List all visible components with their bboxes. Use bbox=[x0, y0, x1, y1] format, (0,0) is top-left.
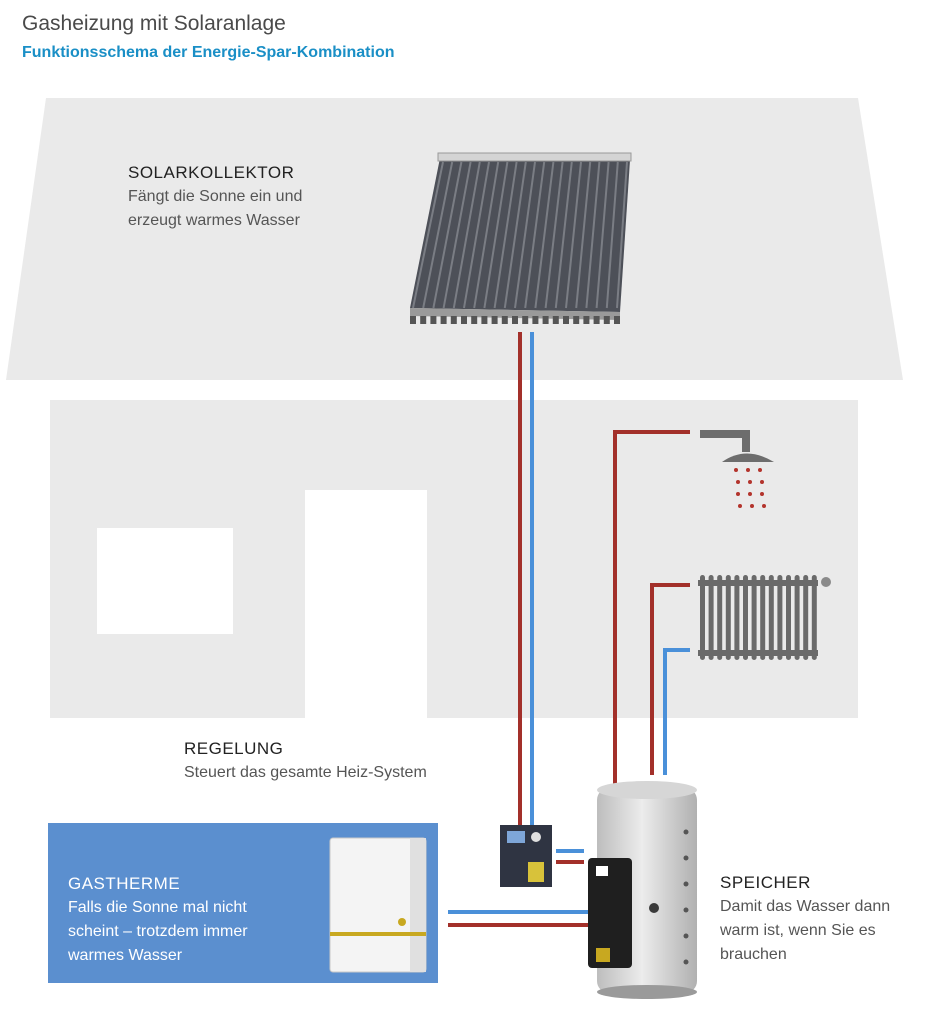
gas-boiler-desc-3: warmes Wasser bbox=[68, 947, 183, 964]
storage-desc-3: brauchen bbox=[720, 946, 787, 963]
storage-title: SPEICHER bbox=[720, 873, 811, 892]
gas-boiler-title: GASTHERME bbox=[68, 874, 181, 893]
control-label: REGELUNG Steuert das gesamte Heiz-System bbox=[184, 737, 427, 785]
solar-pipes bbox=[518, 332, 534, 825]
gas-boiler-label: GASTHERME Falls die Sonne mal nicht sche… bbox=[68, 872, 248, 968]
boiler-pipes bbox=[448, 910, 596, 927]
controller-pipes bbox=[556, 849, 584, 864]
solar-collector-title: SOLARKOLLEKTOR bbox=[128, 163, 295, 182]
controller-icon bbox=[500, 825, 552, 887]
gas-boiler-desc-1: Falls die Sonne mal nicht bbox=[68, 899, 247, 916]
diagram-subtitle: Funktionsschema der Energie-Spar-Kombina… bbox=[22, 44, 395, 61]
solar-collector-label: SOLARKOLLEKTOR Fängt die Sonne ein und e… bbox=[128, 161, 302, 233]
solar-collector-desc-1: Fängt die Sonne ein und bbox=[128, 188, 303, 205]
solar-collector-icon bbox=[410, 152, 632, 324]
house-door bbox=[305, 490, 427, 720]
control-desc-1: Steuert das gesamte Heiz-System bbox=[184, 764, 427, 781]
storage-tank-icon bbox=[588, 781, 697, 999]
radiator-icon bbox=[650, 575, 831, 775]
solar-collector-desc-2: erzeugt warmes Wasser bbox=[128, 212, 300, 229]
control-title: REGELUNG bbox=[184, 739, 284, 758]
storage-desc-2: warm ist, wenn Sie es bbox=[720, 922, 876, 939]
storage-desc-1: Damit das Wasser dann bbox=[720, 898, 891, 915]
gas-boiler-icon bbox=[329, 837, 427, 973]
house-window bbox=[97, 528, 233, 634]
diagram-title: Gasheizung mit Solaranlage bbox=[22, 12, 286, 35]
gas-boiler-desc-2: scheint – trotzdem immer bbox=[68, 923, 248, 940]
shower-icon bbox=[613, 430, 774, 865]
storage-label: SPEICHER Damit das Wasser dann warm ist,… bbox=[720, 871, 890, 967]
